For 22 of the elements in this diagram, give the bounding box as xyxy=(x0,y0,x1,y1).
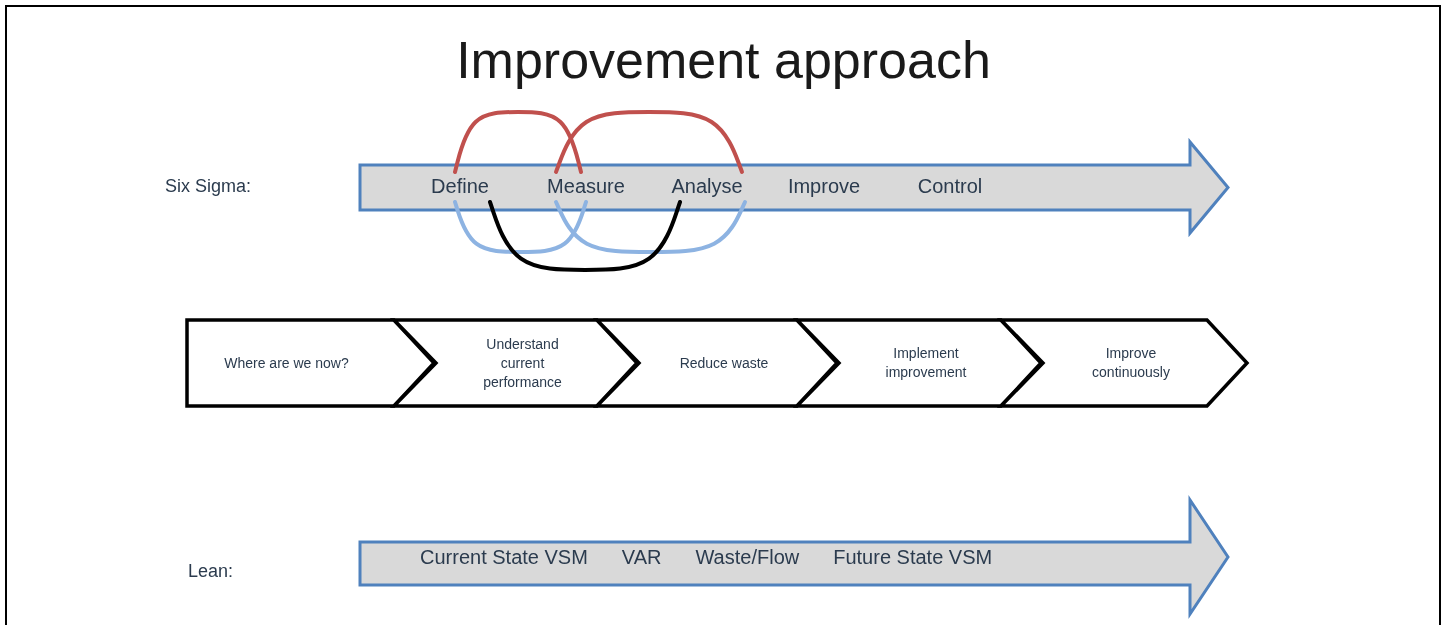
step-label: Analyse xyxy=(670,175,744,198)
step-label: Measure xyxy=(546,175,626,198)
step-label: Understand current performance xyxy=(482,334,563,392)
step-label: Waste/Flow xyxy=(695,546,800,569)
step-label: Where are we now? xyxy=(223,353,350,373)
loop-arc xyxy=(453,200,588,254)
step-label: VAR xyxy=(621,546,662,569)
step-label: Implement improvement xyxy=(884,344,968,382)
row-label: Lean: xyxy=(188,561,234,582)
step-label: Improve continuously xyxy=(1091,344,1171,382)
step-label: Define xyxy=(430,175,490,198)
step-label: Future State VSM xyxy=(833,546,993,569)
loop-arc xyxy=(488,200,682,272)
loop-arc xyxy=(554,200,747,254)
step-label: Reduce waste xyxy=(678,353,770,373)
title: Improvement approach xyxy=(455,30,992,90)
row-label: Six Sigma: xyxy=(165,176,252,197)
step-label: Current State VSM xyxy=(420,546,588,569)
loop-arc xyxy=(453,110,583,174)
step-label: Improve xyxy=(786,175,862,198)
loop-arc xyxy=(554,110,744,174)
step-label: Control xyxy=(916,175,984,198)
